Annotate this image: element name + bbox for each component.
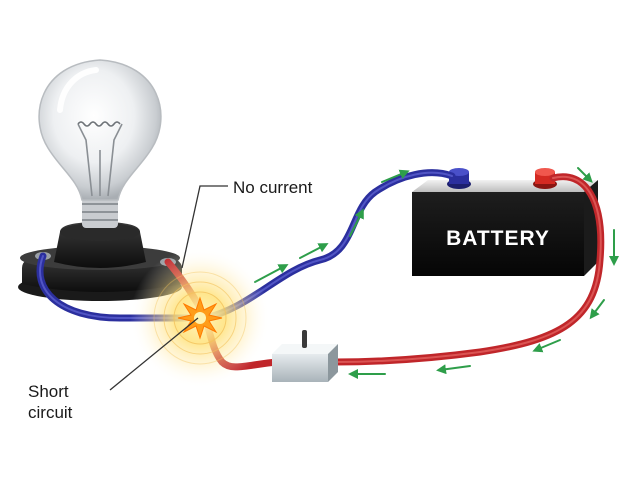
- short-circuit-label-line1: Short: [28, 382, 69, 401]
- filament-supports: [77, 123, 123, 197]
- battery-positive-terminal: [533, 168, 557, 189]
- battery: BATTERY: [412, 168, 598, 276]
- current-arrow: [349, 208, 364, 237]
- battery-label: BATTERY: [446, 227, 550, 250]
- switch: [272, 330, 338, 382]
- current-arrow: [381, 169, 410, 183]
- short-circuit-label-line2: circuit: [28, 403, 73, 422]
- filament: [77, 121, 121, 127]
- switch-lever: [302, 330, 307, 348]
- current-arrow: [589, 299, 605, 320]
- light-bulb: [38, 59, 162, 228]
- current-arrows: [254, 167, 619, 379]
- no-current-callout-line: [181, 185, 228, 269]
- current-arrow: [254, 264, 289, 283]
- current-arrow: [577, 167, 593, 183]
- current-arrow: [532, 339, 561, 353]
- short-circuit-spark: [130, 248, 270, 388]
- current-arrow: [436, 364, 471, 375]
- no-current-label: No current: [233, 178, 313, 197]
- short-circuit-callout-line: [109, 317, 199, 391]
- current-arrow: [299, 243, 329, 259]
